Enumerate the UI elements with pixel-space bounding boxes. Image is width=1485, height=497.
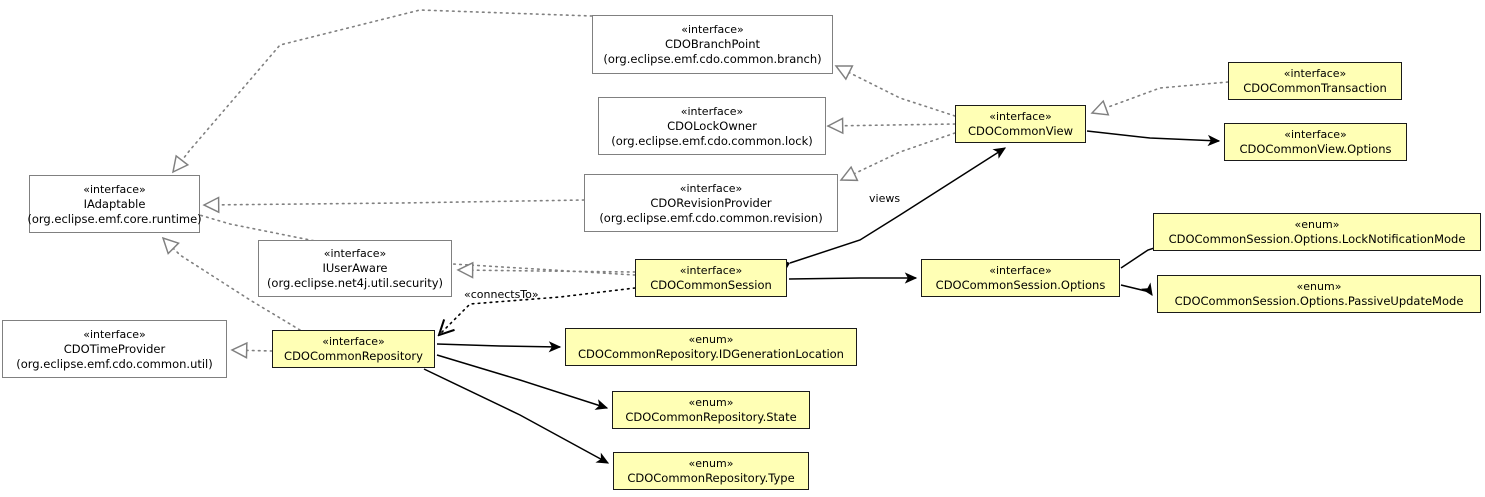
class-name-label: CDOCommonSession.Options.LockNotificatio… [1168, 232, 1466, 246]
class-name-label: CDOCommonRepository.Type [627, 471, 795, 485]
class-box-cdocommonview-options[interactable]: «interface» CDOCommonView.Options [1224, 123, 1407, 161]
stereotype-label: «enum» [688, 333, 734, 346]
stereotype-label: «interface» [680, 104, 744, 118]
package-label: (org.eclipse.emf.cdo.common.util) [16, 356, 213, 371]
stereotype-label: «interface» [989, 110, 1052, 123]
enum-box-repositorytype[interactable]: «enum» CDOCommonRepository.Type [613, 452, 809, 490]
stereotype-label: «interface» [83, 182, 146, 196]
enum-box-idgenerationlocation[interactable]: «enum» CDOCommonRepository.IDGenerationL… [565, 328, 857, 366]
class-box-iuseraware[interactable]: «interface» IUserAware (org.eclipse.net4… [258, 240, 452, 297]
class-box-cdocommonsession[interactable]: «interface» CDOCommonSession [635, 259, 787, 297]
enum-box-repositorystate[interactable]: «enum» CDOCommonRepository.State [612, 391, 810, 429]
stereotype-label: «interface» [322, 335, 385, 348]
class-name-label: CDOCommonTransaction [1243, 81, 1387, 95]
package-label: (org.eclipse.emf.cdo.common.branch) [603, 52, 822, 66]
package-label: (org.eclipse.emf.cdo.common.revision) [599, 210, 823, 225]
stereotype-label: «interface» [323, 247, 387, 260]
class-name-label: CDOCommonSession.Options.PassiveUpdateMo… [1174, 294, 1464, 308]
class-name-label: CDOCommonView [967, 124, 1074, 138]
class-box-cdocommonsession-options[interactable]: «interface» CDOCommonSession.Options [921, 259, 1120, 297]
package-label: (org.eclipse.emf.core.runtime) [27, 211, 202, 226]
stereotype-label: «enum» [688, 396, 734, 409]
class-name-label: CDOCommonRepository.IDGenerationLocation [578, 347, 844, 361]
class-box-iadaptable[interactable]: «interface» IAdaptable (org.eclipse.emf.… [27, 175, 202, 233]
class-box-cdocommonview[interactable]: «interface» CDOCommonView [955, 105, 1086, 143]
class-box-cdocommonrepository[interactable]: «interface» CDOCommonRepository [272, 330, 435, 368]
class-name-label: CDOCommonRepository [284, 349, 423, 363]
class-box-cdocommontransaction[interactable]: «interface» CDOCommonTransaction [1228, 62, 1402, 100]
stereotype-label: «interface» [1283, 67, 1347, 80]
class-box-cdorevisionprovider[interactable]: «interface» CDORevisionProvider (org.ecl… [584, 174, 838, 232]
class-name-label: IUserAware [322, 261, 388, 275]
enum-box-locknotificationmode[interactable]: «enum» CDOCommonSession.Options.LockNoti… [1153, 213, 1481, 251]
class-box-cdotimeprovider[interactable]: «interface» CDOTimeProvider (org.eclipse… [2, 320, 227, 378]
class-name-label: IAdaptable [83, 196, 146, 211]
stereotype-label: «interface» [989, 264, 1052, 277]
stereotype-label: «interface» [679, 264, 743, 277]
edge-label-connectsto: «connectsTo» [464, 288, 539, 301]
class-name-label: CDOCommonSession [650, 278, 772, 292]
edge-label-views: views [869, 192, 901, 205]
package-label: (org.eclipse.emf.cdo.common.lock) [611, 133, 813, 148]
stereotype-label: «enum» [688, 457, 734, 470]
class-name-label: CDOTimeProvider [63, 341, 166, 356]
class-name-label: CDOCommonSession.Options [935, 278, 1106, 292]
class-name-label: CDOCommonRepository.State [625, 410, 797, 424]
class-box-cdolockowner[interactable]: «interface» CDOLockOwner (org.eclipse.em… [598, 97, 826, 155]
stereotype-label: «interface» [679, 181, 743, 195]
class-name-label: CDOLockOwner [667, 118, 757, 133]
class-name-label: CDOBranchPoint [664, 37, 761, 51]
class-box-cdobranchpoint[interactable]: «interface» CDOBranchPoint (org.eclipse.… [592, 15, 833, 74]
package-label: (org.eclipse.net4j.util.security) [266, 276, 444, 290]
stereotype-label: «enum» [1294, 218, 1340, 231]
enum-box-passiveupdatemode[interactable]: «enum» CDOCommonSession.Options.PassiveU… [1157, 275, 1481, 313]
stereotype-label: «interface» [83, 327, 146, 341]
stereotype-label: «enum» [1296, 280, 1342, 293]
class-name-label: CDORevisionProvider [650, 195, 772, 210]
stereotype-label: «interface» [1284, 128, 1347, 141]
class-name-label: CDOCommonView.Options [1239, 142, 1392, 156]
stereotype-label: «interface» [681, 23, 744, 36]
